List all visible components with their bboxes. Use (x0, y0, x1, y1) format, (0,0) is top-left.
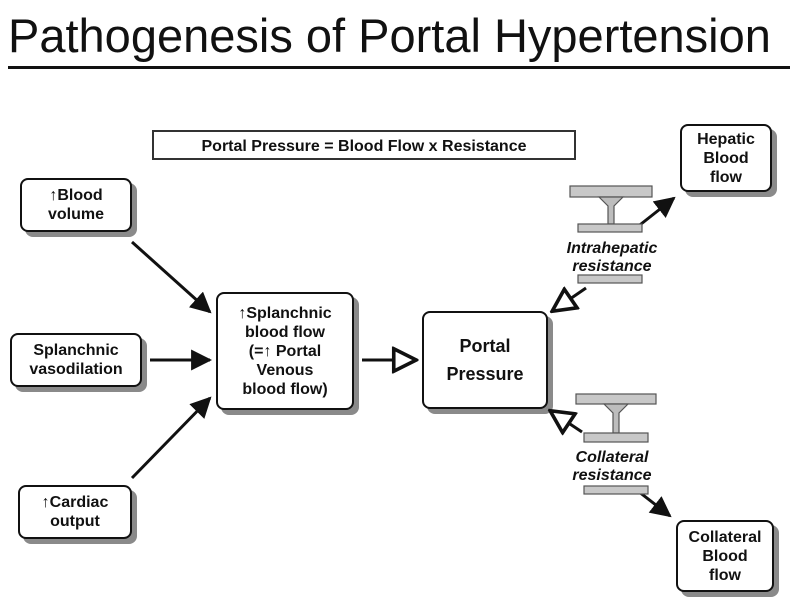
intrahepatic-resistance-line1: Intrahepatic (566, 240, 658, 257)
splanchnic-flow-line4: Venous (256, 361, 314, 379)
page-title: Pathogenesis of Portal Hypertension (8, 9, 771, 62)
collateral-flow-line2: Blood (702, 547, 748, 565)
blood-volume-line2: volume (47, 206, 104, 223)
splanchnic-vasodilation-node: Splanchnic vasodilation (10, 333, 142, 387)
collateral-valve-icon (575, 393, 657, 495)
splanchnic-vasodilation-line1: Splanchnic (33, 342, 119, 359)
collateral-blood-flow-node: Collateral Blood flow (676, 520, 774, 592)
intrahepatic-resistance-label: Intrahepatic resistance (552, 240, 672, 276)
arrow-intrahepatic-to-portal-pressure (554, 288, 587, 310)
arrow-blood-volume-to-splanchnic (130, 240, 212, 314)
arrow-to-hepatic-blood-flow (635, 196, 676, 230)
hepatic-flow-line1: Hepatic (697, 130, 755, 148)
collateral-flow-line3: flow (709, 566, 741, 584)
hepatic-flow-line3: flow (710, 168, 742, 186)
collateral-resistance-line1: Collateral (575, 449, 649, 466)
cardiac-output-line2: output (50, 513, 100, 530)
splanchnic-vasodilation-line2: vasodilation (29, 361, 123, 378)
title-underline (8, 66, 790, 69)
blood-volume-node: ↑Blood volume (20, 178, 132, 232)
hepatic-blood-flow-node: Hepatic Blood flow (680, 124, 772, 192)
portal-pressure-line2: Pressure (446, 364, 524, 384)
cardiac-output-node: ↑Cardiac output (18, 485, 132, 539)
splanchnic-flow-line3: (=↑ Portal (248, 342, 322, 360)
cardiac-output-line1: ↑Cardiac (41, 494, 109, 511)
collateral-resistance-label: Collateral resistance (556, 449, 668, 485)
arrow-cardiac-output-to-splanchnic (130, 396, 212, 480)
splanchnic-flow-line2: blood flow (245, 323, 325, 341)
portal-pressure-node: Portal Pressure (422, 311, 548, 409)
collateral-flow-line1: Collateral (688, 528, 762, 546)
portal-pressure-line1: Portal (459, 336, 511, 356)
splanchnic-flow-line1: ↑Splanchnic (238, 304, 332, 322)
arrow-collateral-to-portal-pressure (552, 412, 583, 432)
equation-box: Portal Pressure = Blood Flow x Resistanc… (152, 130, 576, 160)
blood-volume-line1: ↑Blood (49, 187, 103, 204)
hepatic-flow-line2: Blood (703, 149, 749, 167)
collateral-resistance-line2: resistance (572, 467, 652, 484)
splanchnic-flow-line5: blood flow) (242, 380, 328, 398)
intrahepatic-valve-icon (569, 185, 653, 284)
intrahepatic-resistance-line2: resistance (572, 258, 652, 275)
splanchnic-blood-flow-node: ↑Splanchnic blood flow (=↑ Portal Venous… (216, 292, 354, 410)
